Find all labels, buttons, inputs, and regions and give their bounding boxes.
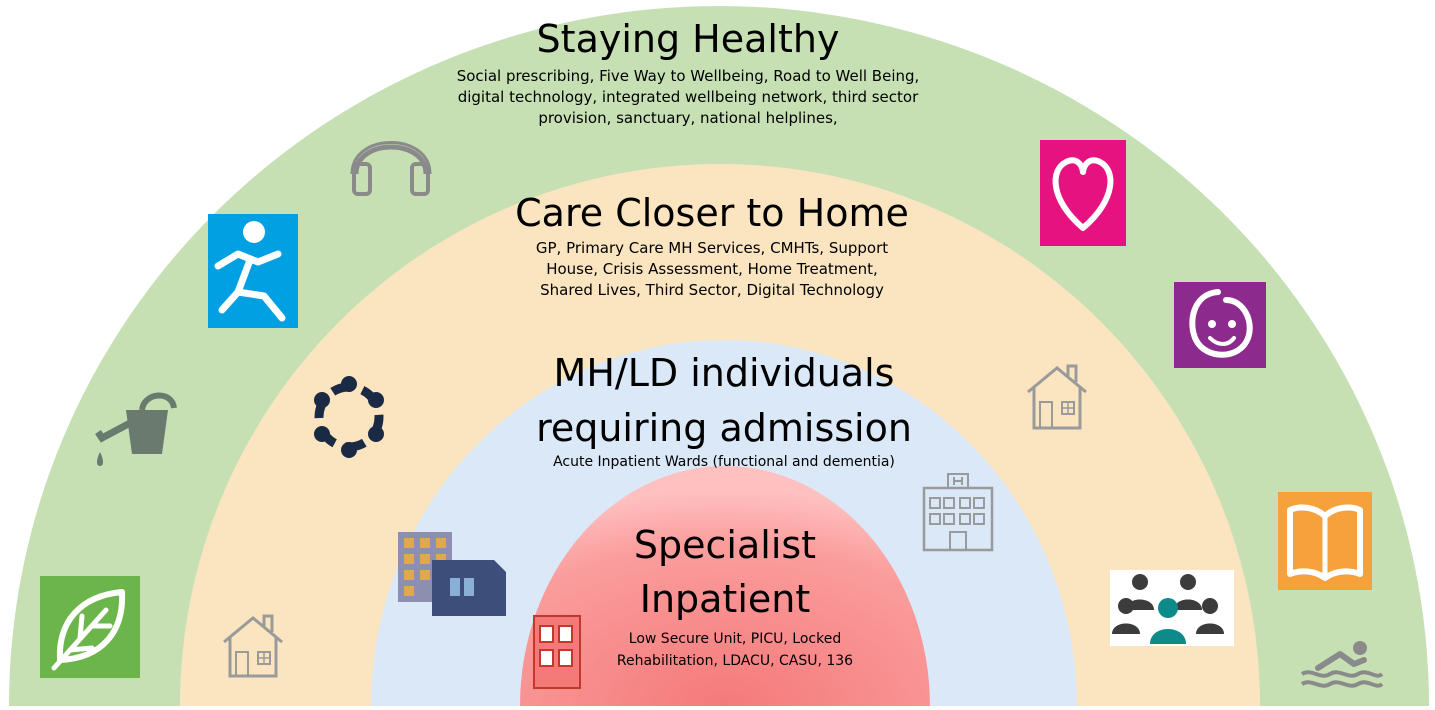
swimmer-icon [1300,638,1384,694]
headphones-icon [348,118,434,196]
watering-can-icon [92,382,188,472]
desc-line: digital technology, integrated wellbeing… [457,88,919,106]
care-closer-description: GP, Primary Care MH Services, CMHTs, Sup… [462,238,962,301]
title-line: Inpatient [639,577,811,621]
heart-icon [1040,140,1126,246]
desc-line: Social prescribing, Five Way to Wellbein… [456,67,920,85]
admission-description: Acute Inpatient Wards (functional and de… [474,452,974,473]
staying-healthy-description: Social prescribing, Five Way to Wellbein… [388,66,988,129]
hospital-icon [920,472,996,552]
desc-line: Acute Inpatient Wards (functional and de… [553,454,895,470]
door-icon [532,614,582,690]
desc-line: Shared Lives, Third Sector, Digital Tech… [540,281,884,299]
group-people-icon [1110,570,1234,646]
care-closer-title: Care Closer to Home [515,191,909,235]
admission-title: MH/LD individuals requiring admission [474,346,974,456]
open-book-icon [1278,492,1372,590]
house-outline-icon-right [1022,360,1092,432]
title-line: requiring admission [536,406,912,450]
community-circle-icon [304,372,394,462]
desc-line: Low Secure Unit, PICU, Locked [628,631,842,647]
title-line: MH/LD individuals [553,351,895,395]
specialist-description: Low Secure Unit, PICU, Locked Rehabilita… [590,628,880,672]
layer-specialist-arc [520,466,930,706]
title-line: Specialist [633,523,817,567]
smiley-icon [1174,282,1266,368]
running-person-icon [208,214,298,328]
leaf-icon [40,576,140,678]
desc-line: Rehabilitation, LDACU, CASU, 136 [616,653,854,669]
specialist-title: Specialist Inpatient [575,518,875,626]
desc-line: House, Crisis Assessment, Home Treatment… [546,260,878,278]
desc-line: provision, sanctuary, national helplines… [538,109,838,127]
house-outline-icon [218,610,288,680]
desc-line: GP, Primary Care MH Services, CMHTs, Sup… [535,239,889,257]
staying-healthy-title: Staying Healthy [536,17,840,61]
buildings-icon [398,532,506,616]
